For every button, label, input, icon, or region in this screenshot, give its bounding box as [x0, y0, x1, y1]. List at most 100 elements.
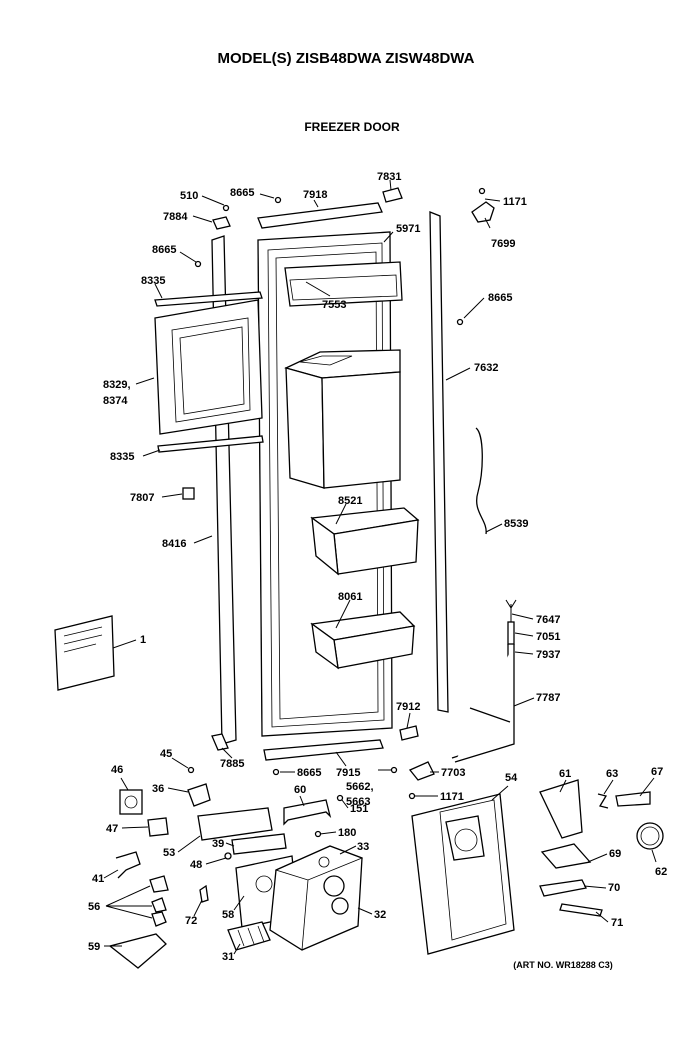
- label-510: 510: [180, 190, 198, 202]
- label-7807: 7807: [130, 492, 154, 504]
- screw-1171-top: [478, 187, 486, 195]
- dispenser-housing: [284, 349, 401, 489]
- label-46: 46: [111, 764, 123, 776]
- label-63: 63: [606, 768, 618, 780]
- label-54: 54: [505, 772, 518, 784]
- label-58: 58: [222, 909, 234, 921]
- screw-510: [222, 204, 230, 212]
- bracket-67: [615, 791, 651, 807]
- label-1171-bottom: 1171: [440, 791, 464, 803]
- label-45: 45: [160, 748, 172, 760]
- label-8665-bottom: 8665: [297, 767, 321, 779]
- label-5971: 5971: [396, 223, 420, 235]
- part-36-shape: [187, 783, 211, 807]
- label-151: 151: [350, 803, 368, 815]
- cover-panel: [154, 299, 263, 435]
- auger-motor-assembly: [235, 845, 364, 951]
- label-7699: 7699: [491, 238, 515, 250]
- screw-5662: [390, 766, 398, 774]
- label-69: 69: [609, 848, 621, 860]
- label-8335-top: 8335: [141, 275, 165, 287]
- section-title: FREEZER DOOR: [304, 120, 400, 134]
- part-labels: 510 8665 7918 7831 1171 7884 5971 7699 8…: [88, 171, 667, 963]
- bottom-trim: [263, 739, 384, 761]
- part-7703-shape: [408, 761, 435, 781]
- label-61: 61: [559, 768, 571, 780]
- part-56-b: [151, 897, 167, 913]
- manual-booklet: [54, 615, 115, 691]
- label-8665-right: 8665: [488, 292, 512, 304]
- wire-8539: [475, 427, 487, 535]
- part-7912-shape: [399, 725, 419, 741]
- part-7885-shape: [211, 733, 229, 751]
- label-1: 1: [140, 634, 146, 646]
- label-7787: 7787: [536, 692, 560, 704]
- label-8539: 8539: [504, 518, 528, 530]
- label-7703: 7703: [441, 767, 465, 779]
- screw-45: [187, 766, 195, 774]
- label-7912: 7912: [396, 701, 420, 713]
- label-47: 47: [106, 823, 118, 835]
- label-8665-left: 8665: [152, 244, 176, 256]
- shelf-7553: [284, 261, 403, 307]
- screw-151: [336, 794, 344, 802]
- socket-47: [147, 817, 169, 837]
- part-48-shape: [224, 852, 232, 860]
- top-trim: [257, 202, 383, 229]
- label-180: 180: [338, 827, 356, 839]
- screw-8665-right: [456, 318, 464, 326]
- label-48: 48: [190, 859, 202, 871]
- label-8329: 8329,: [103, 379, 131, 391]
- heater-assembly: [451, 599, 517, 763]
- label-8374: 8374: [103, 395, 128, 407]
- bin-8521: [310, 507, 420, 576]
- label-39: 39: [212, 838, 224, 850]
- label-67: 67: [651, 766, 663, 778]
- label-36: 36: [152, 783, 164, 795]
- label-7647: 7647: [536, 614, 560, 626]
- bar-39: [231, 833, 287, 855]
- part-56-a: [149, 875, 169, 893]
- actuator-60: [283, 799, 332, 826]
- label-7553: 7553: [322, 299, 346, 311]
- label-8416: 8416: [162, 538, 186, 550]
- side-rail-right: [429, 211, 449, 713]
- label-7918: 7918: [303, 189, 327, 201]
- label-72: 72: [185, 915, 197, 927]
- dispenser-panel: [411, 793, 515, 955]
- screw-8665-left: [194, 260, 202, 268]
- arm-70: [539, 879, 587, 897]
- label-70: 70: [608, 882, 620, 894]
- label-5663: 5663: [346, 796, 370, 808]
- label-8335-bottom: 8335: [110, 451, 134, 463]
- screw-180: [314, 830, 322, 838]
- label-1171-top: 1171: [503, 196, 527, 208]
- label-7915: 7915: [336, 767, 360, 779]
- label-32: 32: [374, 909, 386, 921]
- screw-8665-top: [274, 196, 282, 204]
- label-8521: 8521: [338, 495, 362, 507]
- art-number: (ART NO. WR18288 C3): [513, 960, 613, 970]
- label-33: 33: [357, 841, 369, 853]
- label-8061: 8061: [338, 591, 362, 603]
- label-62: 62: [655, 866, 667, 878]
- part-7884-shape: [212, 216, 231, 230]
- pad-59: [108, 933, 167, 969]
- bracket-41: [115, 851, 141, 879]
- label-71: 71: [611, 917, 623, 929]
- chute-61: [539, 779, 583, 839]
- plate-53: [197, 807, 273, 841]
- screw-8665-bottom: [272, 768, 280, 776]
- part-7807-shape: [182, 487, 195, 500]
- screw-1171-bottom: [408, 792, 416, 800]
- grate-31: [227, 921, 271, 951]
- part-7831-shape: [382, 187, 403, 203]
- label-31: 31: [222, 951, 234, 963]
- label-7885: 7885: [220, 758, 244, 770]
- model-title: MODEL(S) ZISB48DWA ZISW48DWA: [218, 50, 475, 67]
- strip-8335-bottom: [157, 435, 264, 453]
- label-8665-top: 8665: [230, 187, 254, 199]
- label-60: 60: [294, 784, 306, 796]
- label-7937: 7937: [536, 649, 560, 661]
- label-5662: 5662,: [346, 781, 374, 793]
